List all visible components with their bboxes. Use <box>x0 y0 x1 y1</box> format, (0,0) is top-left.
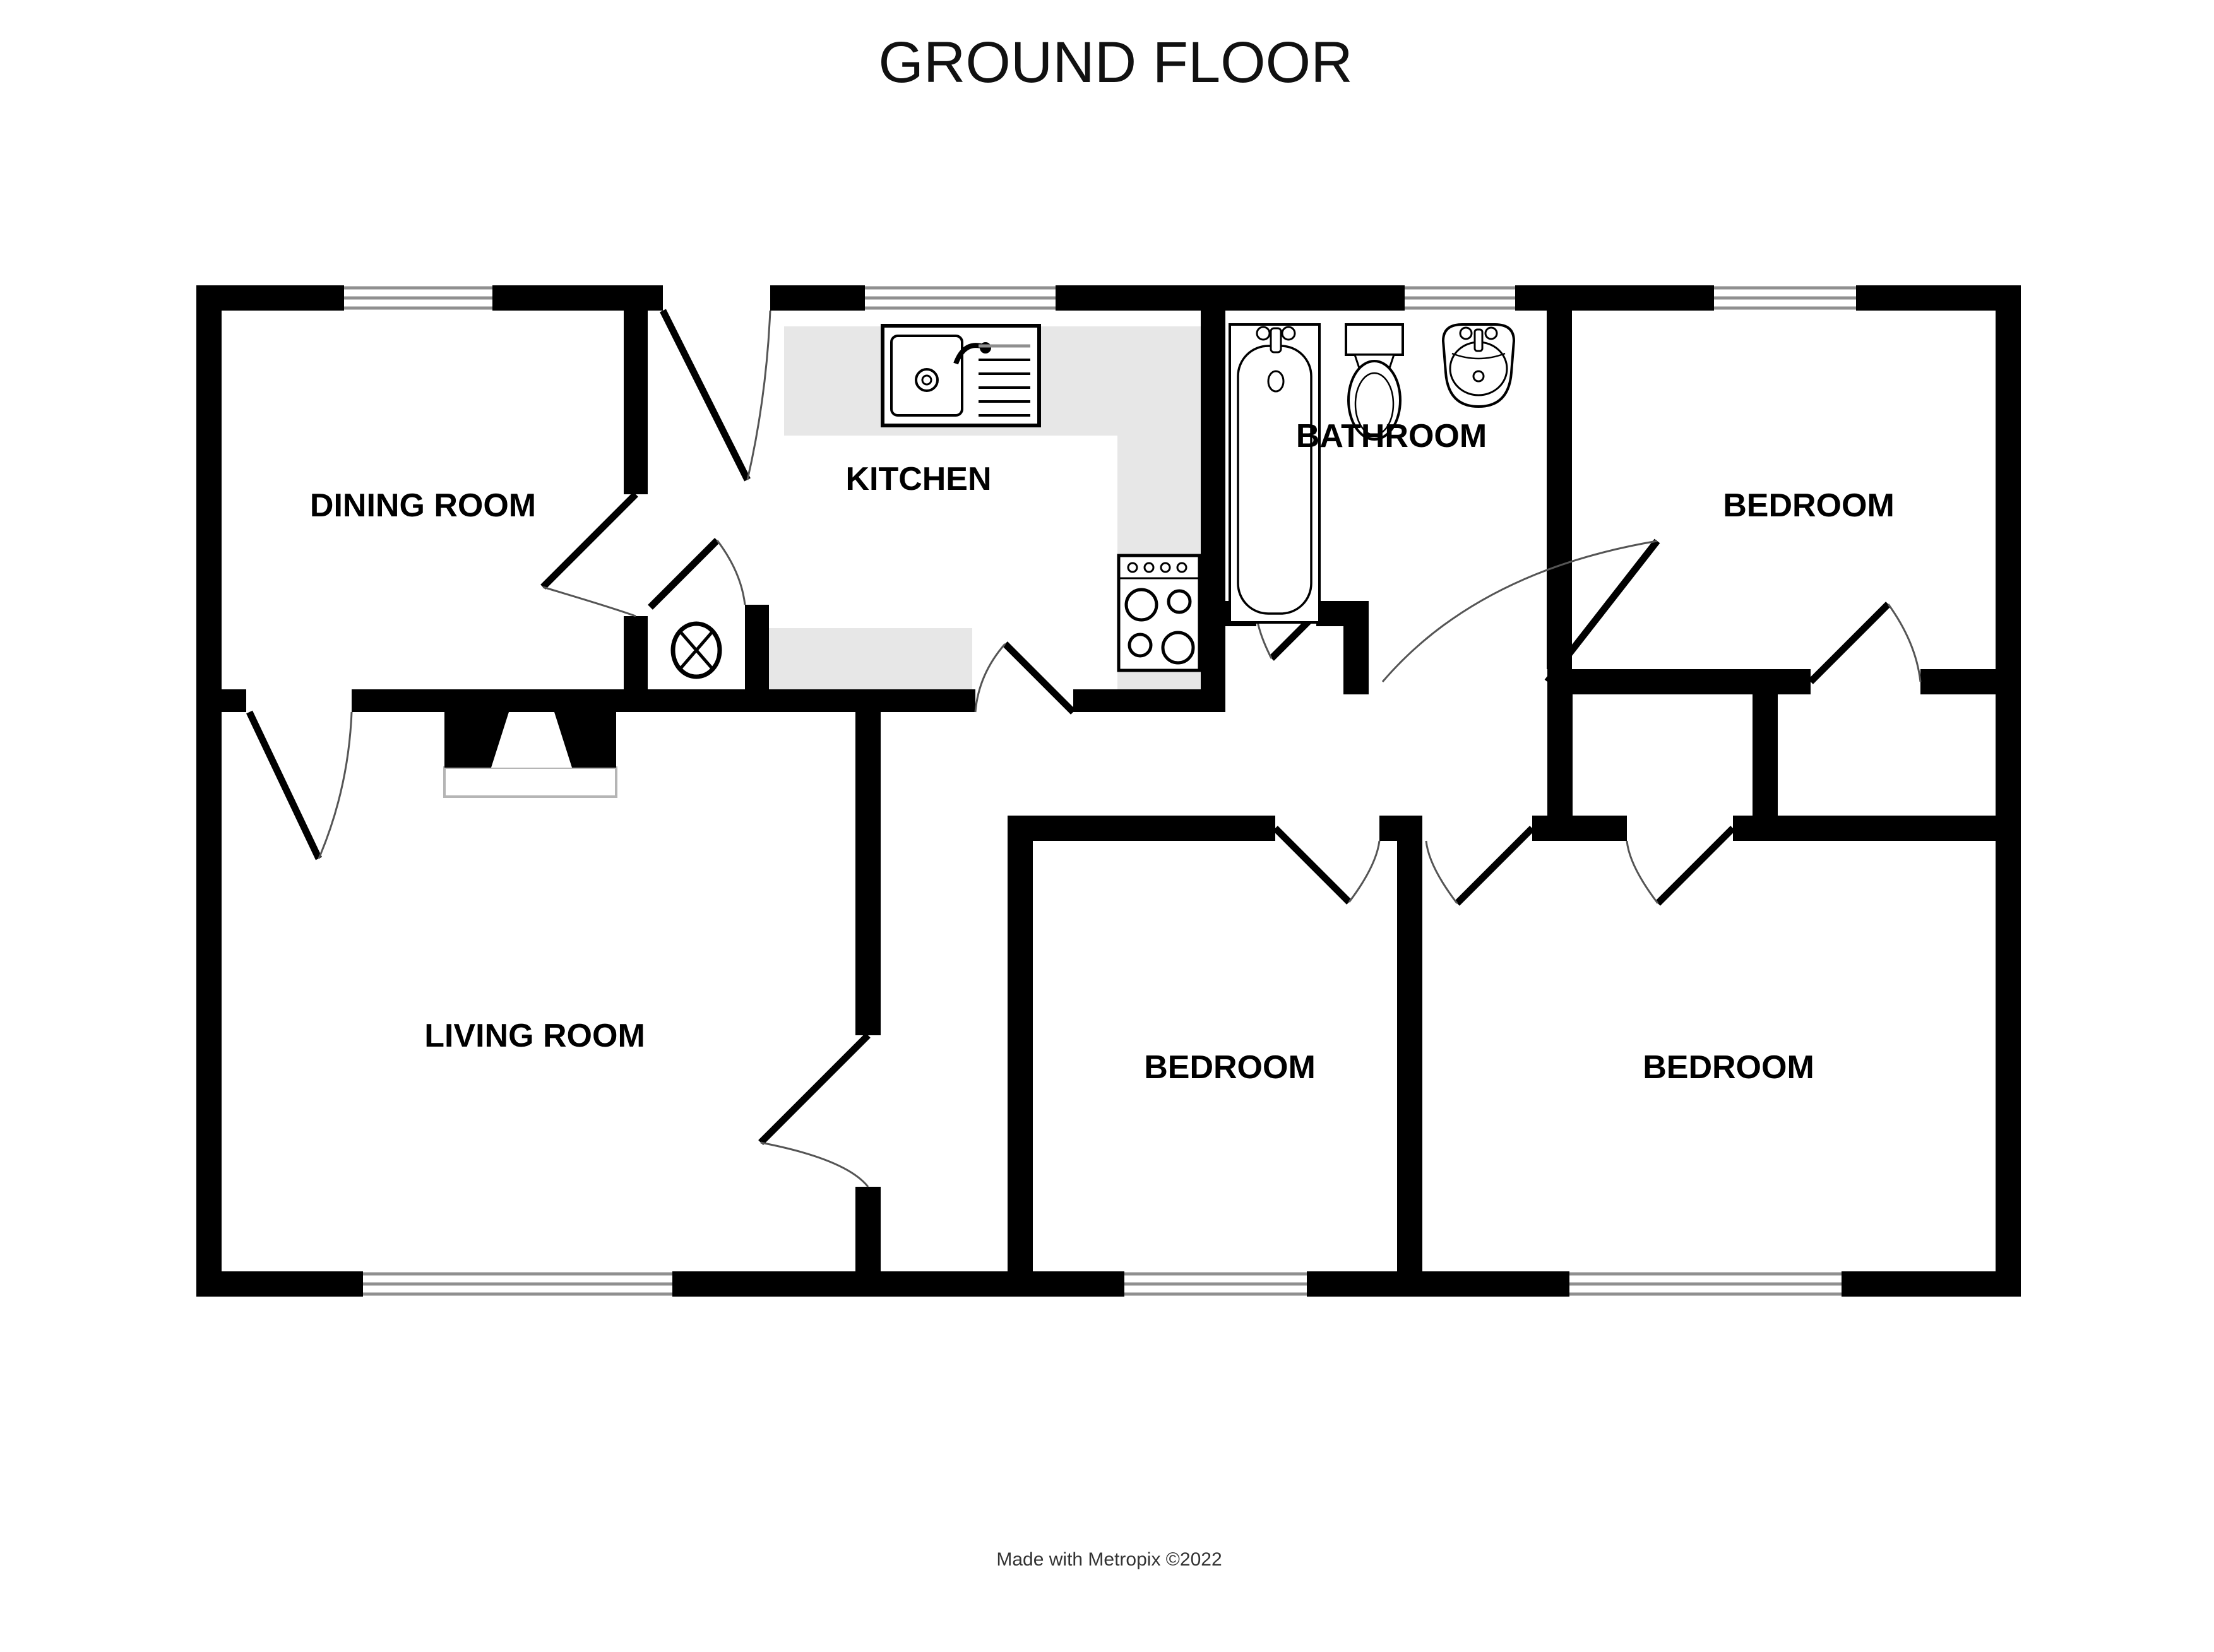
fireplace-icon <box>443 712 617 798</box>
room-label-dining: DINING ROOM <box>310 487 536 524</box>
door-kitchen-hall <box>974 641 1076 715</box>
door-living-hall <box>758 1033 871 1187</box>
window-bedroom-right <box>1569 1271 1842 1297</box>
room-label-living: LIVING ROOM <box>424 1018 645 1054</box>
window-living <box>363 1271 672 1297</box>
door-dining-living <box>246 710 353 860</box>
kitchen-sink-icon <box>881 324 1041 427</box>
window-dining <box>344 285 492 311</box>
windows <box>344 285 1856 1297</box>
window-bedroom-top-right <box>1714 285 1856 311</box>
room-label-kitchen: KITCHEN <box>845 461 991 497</box>
page-title: GROUND FLOOR <box>878 30 1352 95</box>
room-label-bathroom: BATHROOM <box>1296 418 1487 455</box>
room-label-bedroom-top-right: BEDROOM <box>1723 487 1895 524</box>
door-boiler-closet <box>648 538 746 610</box>
cooker-hob-icon <box>1117 554 1201 672</box>
toilet-icon <box>1345 323 1404 441</box>
door-kitchen-entry <box>660 309 771 482</box>
window-bathroom <box>1405 285 1515 311</box>
door-storage-cupboard <box>1626 826 1735 906</box>
window-bedroom-middle <box>1124 1271 1307 1297</box>
bath-icon <box>1229 323 1321 624</box>
door-bedroom-top-right-closet <box>1808 602 1922 684</box>
credit-line: Made with Metropix ©2022 <box>996 1549 1222 1570</box>
room-label-bedroom-right: BEDROOM <box>1643 1049 1814 1086</box>
wash-basin-icon <box>1441 323 1516 408</box>
door-bedroom-middle <box>1273 826 1381 905</box>
door-bedroom-top-right <box>1381 538 1660 684</box>
door-bedroom-right <box>1425 826 1535 906</box>
door-dining-kitchen <box>540 492 638 617</box>
room-label-bedroom-middle: BEDROOM <box>1144 1049 1316 1086</box>
window-kitchen <box>865 285 1056 311</box>
boiler-symbol-icon <box>670 621 722 679</box>
walls <box>196 285 2021 1297</box>
